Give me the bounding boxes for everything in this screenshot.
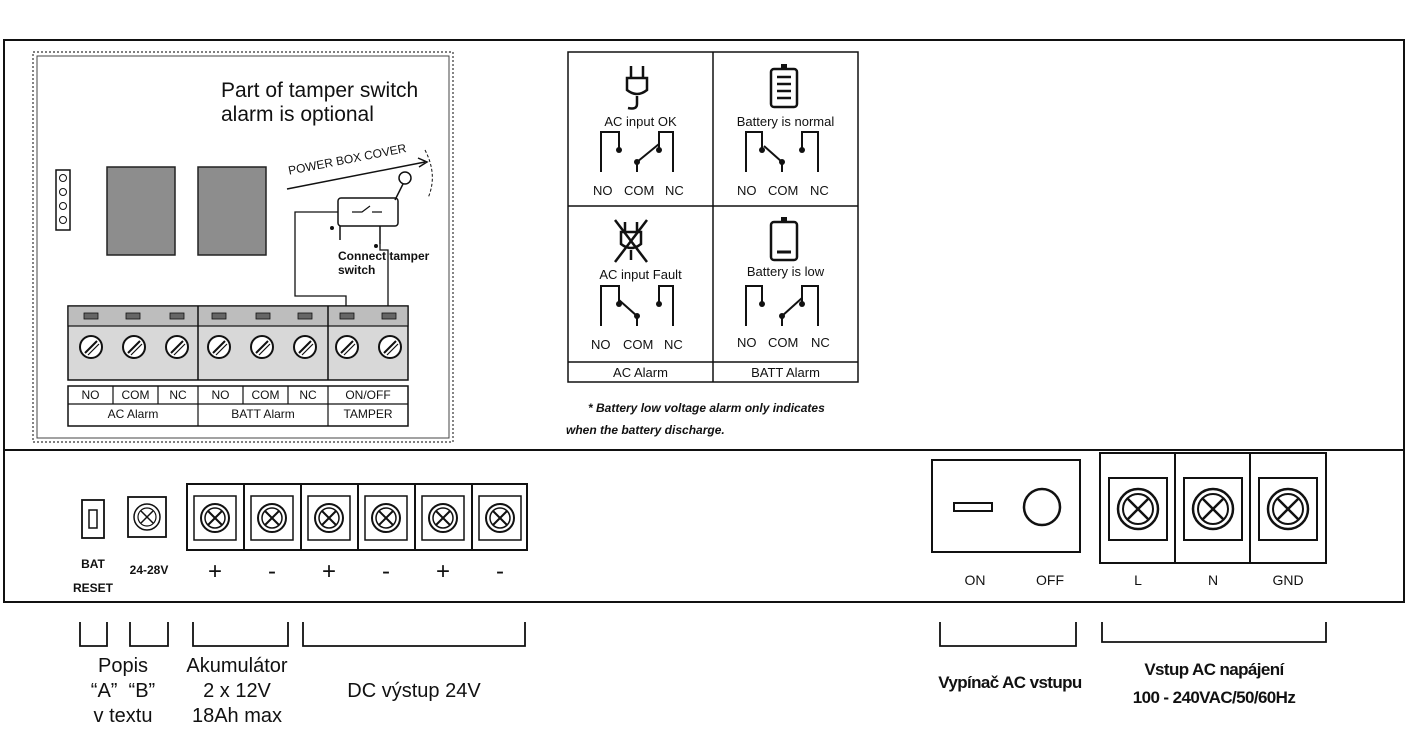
battery-normal-label: Battery is normal xyxy=(736,114,835,129)
bat-reset-label-2: RESET xyxy=(72,581,113,595)
ac-terminal-label: L xyxy=(1134,572,1142,588)
legend-ac-switch: Vypínač AC vstupu xyxy=(938,673,1082,692)
bat-reset-label-1: BAT xyxy=(81,557,105,571)
tamper-note-line1: Part of tamper switch xyxy=(221,79,419,102)
pcb-terminal-label: NO xyxy=(81,388,100,402)
connect-tamper-line2: switch xyxy=(338,263,376,277)
pcb-terminal-label: COM xyxy=(251,388,280,402)
ac-terminal-label: N xyxy=(1207,572,1219,588)
pcb-terminal-label: NC xyxy=(299,388,317,402)
legend-popis-2: “A” “B” xyxy=(90,680,156,702)
contact-label: NC xyxy=(665,183,684,198)
contact-label: NC xyxy=(811,335,830,350)
polarity-minus: - xyxy=(382,558,390,585)
pcb-terminal-label: COM xyxy=(121,388,150,402)
relay-footer-batt: BATT Alarm xyxy=(751,365,820,380)
pcb-group-label: AC Alarm xyxy=(107,407,159,421)
polarity-plus: + xyxy=(207,558,222,585)
legend-akumulator-2: 2 x 12V xyxy=(203,680,271,702)
tamper-note-line2: alarm is optional xyxy=(221,103,374,126)
legend-akumulator-3: 18Ah max xyxy=(191,705,283,727)
legend-ac-input-2: 100 - 240VAC/50/60Hz xyxy=(1132,688,1296,707)
contact-label: NO xyxy=(593,183,613,198)
connect-tamper-line1: Connect tamper xyxy=(338,249,430,263)
battery-note-line1: * Battery low voltage alarm only indicat… xyxy=(588,401,825,415)
contact-label: NO xyxy=(737,335,757,350)
legend-ac-input-1: Vstup AC napájení xyxy=(1144,660,1284,679)
contact-label: COM xyxy=(768,335,799,350)
contact-label: COM xyxy=(624,183,655,198)
contact-label: NC xyxy=(664,337,683,352)
switch-on-label: ON xyxy=(964,572,986,588)
relay-footer-ac: AC Alarm xyxy=(613,365,668,380)
legend-popis-1: Popis xyxy=(97,655,149,677)
pcb-terminal-label: NO xyxy=(211,388,230,402)
pcb-terminal-label: ON/OFF xyxy=(345,388,391,402)
battery-low-label: Battery is low xyxy=(746,264,825,279)
contact-label: NO xyxy=(737,183,757,198)
contact-label: NC xyxy=(810,183,829,198)
voltage-adjust-label: 24-28V xyxy=(129,563,169,577)
contact-label: COM xyxy=(623,337,654,352)
ac-input-ok-label: AC input OK xyxy=(604,114,677,129)
battery-note-line2: when the battery discharge. xyxy=(566,423,725,437)
ac-terminal-label: GND xyxy=(1272,572,1304,588)
polarity-minus: - xyxy=(268,558,276,585)
polarity-minus: - xyxy=(496,558,504,585)
legend-popis-3: v textu xyxy=(93,705,153,727)
pcb-group-label: BATT Alarm xyxy=(231,407,295,421)
legend-dc-output: DC výstup 24V xyxy=(347,680,481,702)
ac-input-fault-label: AC input Fault xyxy=(599,267,682,282)
pcb-group-label: TAMPER xyxy=(343,407,393,421)
polarity-plus: + xyxy=(435,558,450,585)
legend-akumulator-1: Akumulátor xyxy=(186,655,288,677)
switch-off-label: OFF xyxy=(1036,572,1064,588)
contact-label: COM xyxy=(768,183,799,198)
contact-label: NO xyxy=(591,337,611,352)
polarity-plus: + xyxy=(321,558,336,585)
pcb-terminal-label: NC xyxy=(169,388,187,402)
